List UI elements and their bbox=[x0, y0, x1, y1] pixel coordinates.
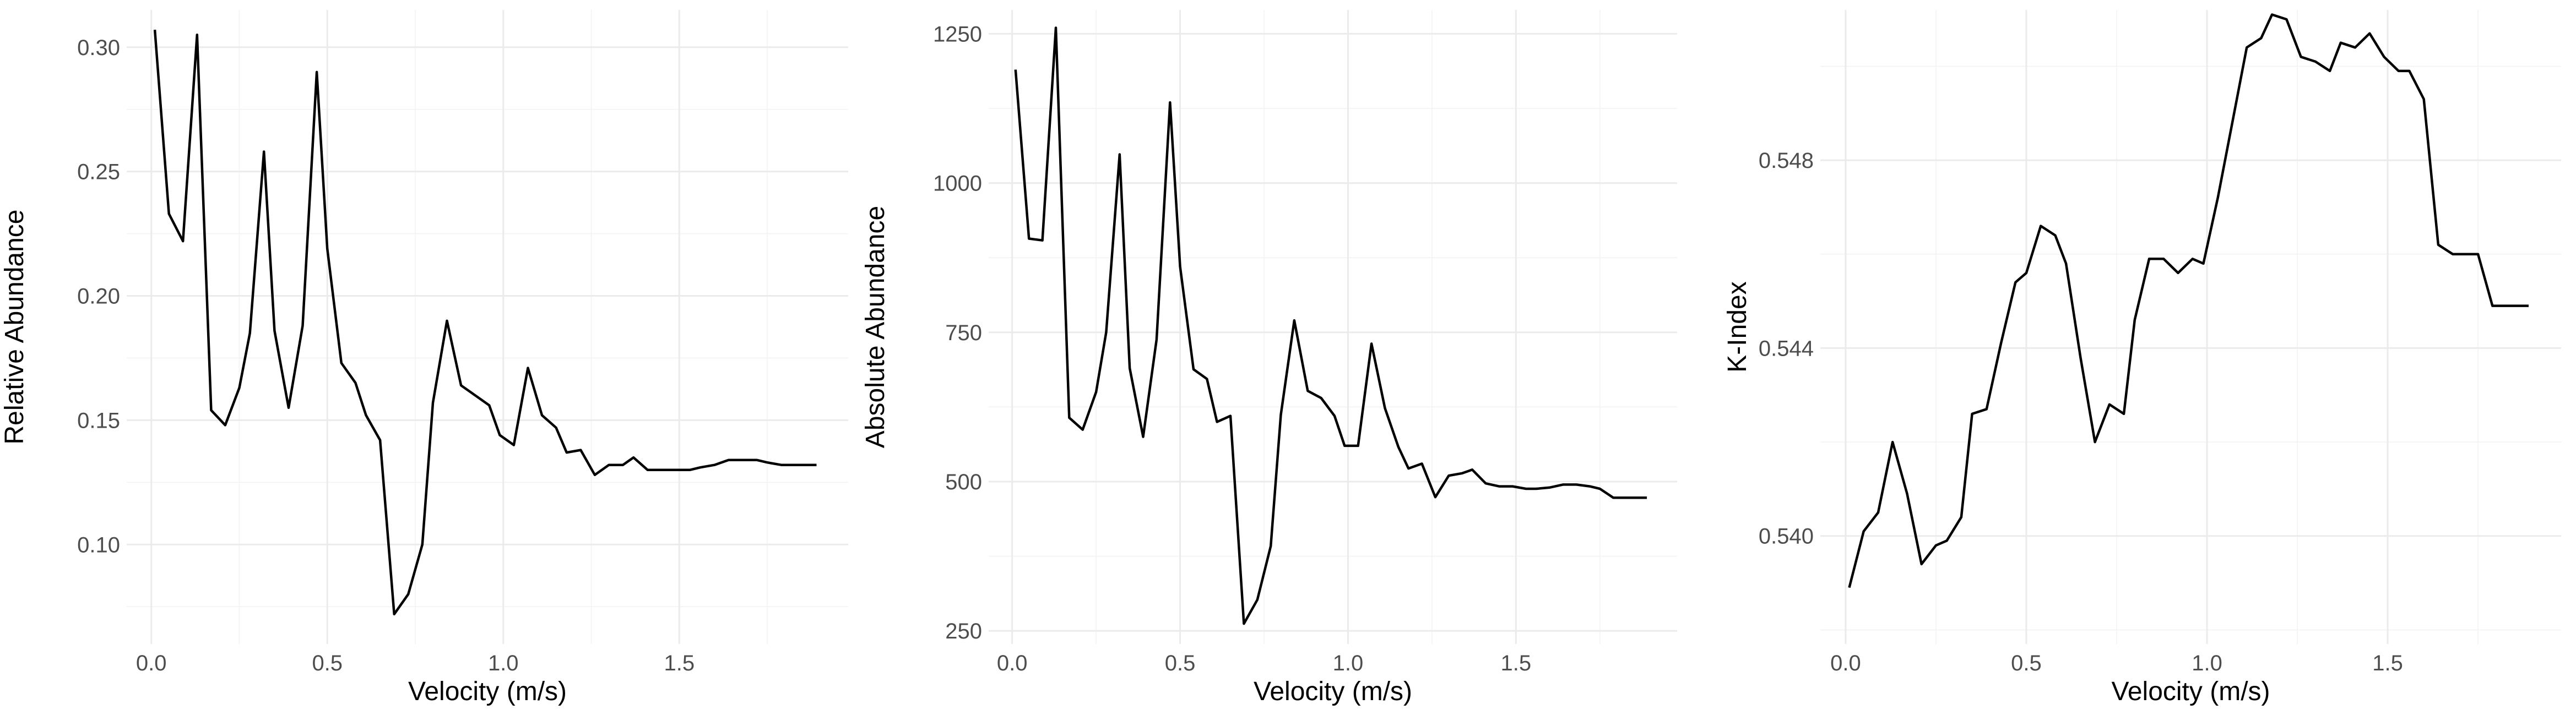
absolute-abundance-y-axis-title: Absolute Abundance bbox=[861, 206, 890, 448]
absolute-abundance-y-tick-label: 1250 bbox=[933, 22, 982, 46]
relative-abundance-gridlines bbox=[127, 10, 848, 644]
relative-abundance-y-tick-label: 0.20 bbox=[77, 285, 120, 309]
k-index-y-tick-label: 0.544 bbox=[1759, 336, 1814, 361]
absolute-abundance-y-tick-label: 500 bbox=[945, 470, 982, 494]
relative-abundance-y-tick-label: 0.25 bbox=[77, 160, 120, 184]
k-index-x-axis-title: Velocity (m/s) bbox=[2111, 677, 2270, 706]
absolute-abundance-tick-labels: 0.0 0.5 1.0 1.5 250 500 750 1000 1250 bbox=[933, 22, 1531, 675]
relative-abundance-x-tick-label: 1.5 bbox=[664, 651, 695, 675]
k-index-x-tick-label: 0.0 bbox=[1830, 651, 1861, 675]
relative-abundance-y-tick-label: 0.15 bbox=[77, 408, 120, 433]
k-index-y-tick-label: 0.548 bbox=[1759, 149, 1814, 173]
relative-abundance-line bbox=[153, 29, 817, 616]
absolute-abundance-y-tick-label: 250 bbox=[945, 619, 982, 643]
absolute-abundance-y-tick-label: 750 bbox=[945, 321, 982, 345]
absolute-abundance-chart: 0.0 0.5 1.0 1.5 250 500 750 1000 1250 Velocity (… bbox=[861, 10, 1677, 706]
k-index-y-axis-title: K-Index bbox=[1723, 281, 1752, 372]
relative-abundance-x-tick-label: 0.5 bbox=[312, 651, 343, 675]
relative-abundance-x-tick-label: 0.0 bbox=[136, 651, 167, 675]
relative-abundance-tick-labels: 0.0 0.5 1.0 1.5 0.10 0.15 0.20 0.25 0.30 bbox=[77, 36, 695, 675]
k-index-y-tick-label: 0.540 bbox=[1759, 525, 1814, 549]
k-index-x-tick-label: 0.5 bbox=[2011, 651, 2042, 675]
relative-abundance-y-tick-label: 0.10 bbox=[77, 533, 120, 557]
absolute-abundance-y-tick-label: 1000 bbox=[933, 172, 982, 196]
relative-abundance-y-tick-label: 0.30 bbox=[77, 36, 120, 60]
relative-abundance-y-axis-title: Relative Abundance bbox=[0, 210, 29, 445]
absolute-abundance-x-tick-label: 1.0 bbox=[1333, 651, 1364, 675]
k-index-gridlines bbox=[1820, 10, 2561, 644]
absolute-abundance-x-tick-label: 1.5 bbox=[1501, 651, 1532, 675]
absolute-abundance-x-axis-title: Velocity (m/s) bbox=[1254, 677, 1412, 706]
absolute-abundance-line bbox=[1014, 26, 1647, 625]
relative-abundance-x-tick-label: 1.0 bbox=[488, 651, 519, 675]
absolute-abundance-x-tick-label: 0.5 bbox=[1165, 651, 1196, 675]
relative-abundance-chart: 0.0 0.5 1.0 1.5 0.10 0.15 0.20 0.25 0.30 Velocit… bbox=[0, 10, 848, 706]
k-index-chart: 0.0 0.5 1.0 1.5 0.540 0.544 0.548 Velocity (m/… bbox=[1723, 10, 2561, 706]
absolute-abundance-gridlines bbox=[989, 10, 1677, 644]
k-index-line bbox=[1848, 13, 2529, 588]
k-index-x-tick-label: 1.5 bbox=[2372, 651, 2403, 675]
k-index-x-tick-label: 1.0 bbox=[2192, 651, 2222, 675]
k-index-tick-labels: 0.0 0.5 1.0 1.5 0.540 0.544 0.548 bbox=[1759, 149, 2403, 675]
relative-abundance-x-axis-title: Velocity (m/s) bbox=[408, 677, 567, 706]
absolute-abundance-x-tick-label: 0.0 bbox=[997, 651, 1028, 675]
